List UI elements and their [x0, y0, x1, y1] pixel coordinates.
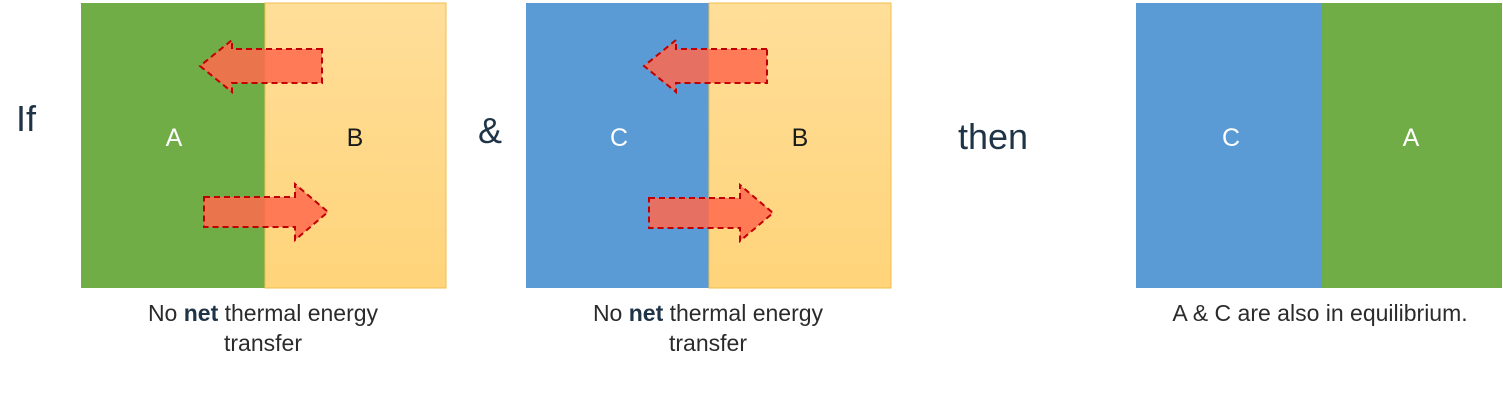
connector-if: If: [16, 98, 37, 139]
panel-1-left-label: A: [166, 124, 183, 152]
caption-post: thermal energy transfer: [224, 300, 379, 356]
panel-3: C A: [1136, 3, 1502, 288]
panel-1-caption: No net thermal energy transfer: [113, 298, 413, 358]
panel-3-left-block: [1136, 3, 1322, 288]
panel-2-caption: No net thermal energy transfer: [558, 298, 858, 358]
arrow-right-icon: [203, 181, 330, 243]
caption-bold: net: [628, 300, 664, 326]
panel-3-right-label: A: [1403, 124, 1420, 152]
connector-and: &: [478, 110, 503, 151]
caption-pre: No: [147, 300, 178, 326]
connector-then: then: [958, 116, 1029, 157]
panel-2: C B: [526, 2, 892, 289]
panel-2-left-label: C: [610, 124, 628, 152]
panel-3-left-label: C: [1222, 124, 1240, 152]
arrow-left-icon: [198, 37, 323, 95]
panel-1-right-label: B: [347, 124, 364, 152]
panel-3-caption: A & C are also in equilibrium.: [1172, 300, 1468, 326]
caption-bold: net: [183, 300, 219, 326]
panel-3-right-block: [1322, 3, 1502, 288]
caption-pre: No: [592, 300, 623, 326]
arrow-right-icon: [648, 182, 775, 244]
caption-post: thermal energy transfer: [669, 300, 824, 356]
panel-2-right-label: B: [792, 124, 809, 152]
panel-1: A B: [81, 2, 447, 289]
arrow-left-icon: [642, 37, 768, 95]
